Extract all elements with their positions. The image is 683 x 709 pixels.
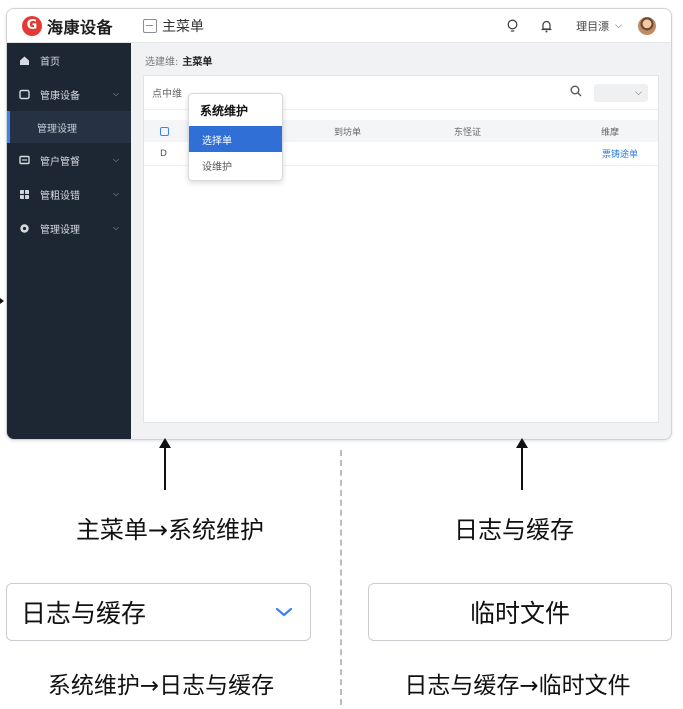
app-name: 海康设备 [47, 17, 114, 37]
toolbar-text: 点中维 [152, 89, 182, 100]
dropdown-value: 日志与缓存 [21, 599, 147, 628]
system-maintenance-dropdown: 系统维护 选择单 设维护 [188, 93, 283, 181]
device-icon [19, 89, 30, 100]
chevron-down-icon[interactable]: ⌵ [615, 20, 622, 31]
sidebar-item-label: 管康设备 [40, 90, 80, 102]
header-actions: 理目漂 ⌵ [486, 16, 656, 35]
row-action-link[interactable]: 票铸途单 [601, 150, 638, 160]
sidebar-item-label: 首页 [40, 56, 60, 68]
app-window: G 海康设备 主菜单 理目漂 ⌵ 首页 [6, 8, 672, 440]
breadcrumb-prefix[interactable]: 选建维: [145, 57, 179, 68]
dropdown-item-selected[interactable]: 选择单 [189, 126, 282, 152]
sidebar-item-label: 管户管督 [40, 156, 80, 168]
temp-files-option[interactable]: 临时文件 [368, 583, 672, 641]
user-name[interactable]: 理目漂 [576, 19, 610, 33]
chevron-down-icon: ⌵ [112, 89, 119, 98]
toolbar: 点中维 ⌵ [144, 76, 658, 110]
table-row[interactable]: D 票铸途单 [144, 142, 658, 166]
step-caption: 日志与缓存 [454, 516, 574, 544]
select-all-checkbox[interactable] [160, 126, 169, 136]
monitor-icon [19, 155, 30, 166]
logo-icon: G [22, 15, 42, 36]
step-caption: 系统维护→日志与缓存 [47, 673, 275, 699]
sidebar-item-label: 管粗设错 [40, 190, 80, 202]
breadcrumb-current: 主菜单 [182, 57, 213, 68]
chevron-down-icon: ⌵ [635, 87, 642, 98]
sidebar-item-label: 管理设理 [37, 123, 77, 135]
sidebar-item-config[interactable]: 管粗设错 ⌵ [7, 177, 131, 211]
bulb-icon[interactable] [504, 18, 520, 34]
dashed-divider [340, 450, 342, 705]
left-pointer-icon [0, 298, 4, 304]
filter-select[interactable]: ⌵ [594, 83, 648, 102]
sidebar: 首页 管康设备 ⌵ 管理设理 管户管督 ⌵ 管粗设错 ⌵ [7, 43, 131, 439]
option-label: 临时文件 [469, 599, 570, 628]
chevron-down-icon: ⌵ [112, 189, 119, 198]
chevron-down-icon: ⌵ [112, 223, 119, 232]
avatar[interactable] [638, 16, 656, 35]
bell-icon[interactable] [538, 18, 554, 34]
step-caption: 主菜单→系统维护 [75, 516, 265, 544]
sidebar-item-label: 管理设理 [40, 224, 80, 236]
top-header: G 海康设备 主菜单 理目漂 ⌵ [7, 9, 671, 43]
column-header[interactable]: 维摩 [601, 127, 620, 138]
up-arrow-icon [159, 438, 171, 490]
menu-icon [143, 18, 158, 33]
home-icon [19, 55, 30, 66]
column-header[interactable]: 东怪证 [454, 127, 482, 138]
chevron-down-icon [274, 602, 294, 622]
step-caption: 日志与缓存→临时文件 [404, 673, 631, 699]
sidebar-item-settings[interactable]: 管理设理 ⌵ [7, 211, 131, 245]
sidebar-item-home[interactable]: 首页 [7, 43, 131, 77]
grid-icon [19, 189, 30, 200]
breadcrumb: 选建维:主菜单 [145, 53, 212, 68]
search-icon[interactable] [570, 85, 582, 101]
gear-icon [19, 223, 30, 234]
log-cache-dropdown[interactable]: 日志与缓存 [6, 583, 311, 641]
main-menu-label: 主菜单 [162, 18, 205, 35]
sidebar-item-accounts[interactable]: 管户管督 ⌵ [7, 143, 131, 177]
dropdown-item[interactable]: 设维护 [202, 161, 232, 173]
row-id: D [160, 148, 167, 159]
chevron-down-icon: ⌵ [112, 155, 119, 164]
logo[interactable]: G 海康设备 [22, 14, 113, 38]
dropdown-title: 系统维护 [200, 103, 249, 118]
main-menu-button[interactable]: 主菜单 [143, 16, 204, 36]
sidebar-item-devices[interactable]: 管康设备 ⌵ [7, 77, 131, 111]
sidebar-subitem-active[interactable]: 管理设理 [7, 111, 131, 143]
up-arrow-icon [516, 438, 528, 490]
column-header[interactable]: 到坊单 [334, 127, 362, 138]
